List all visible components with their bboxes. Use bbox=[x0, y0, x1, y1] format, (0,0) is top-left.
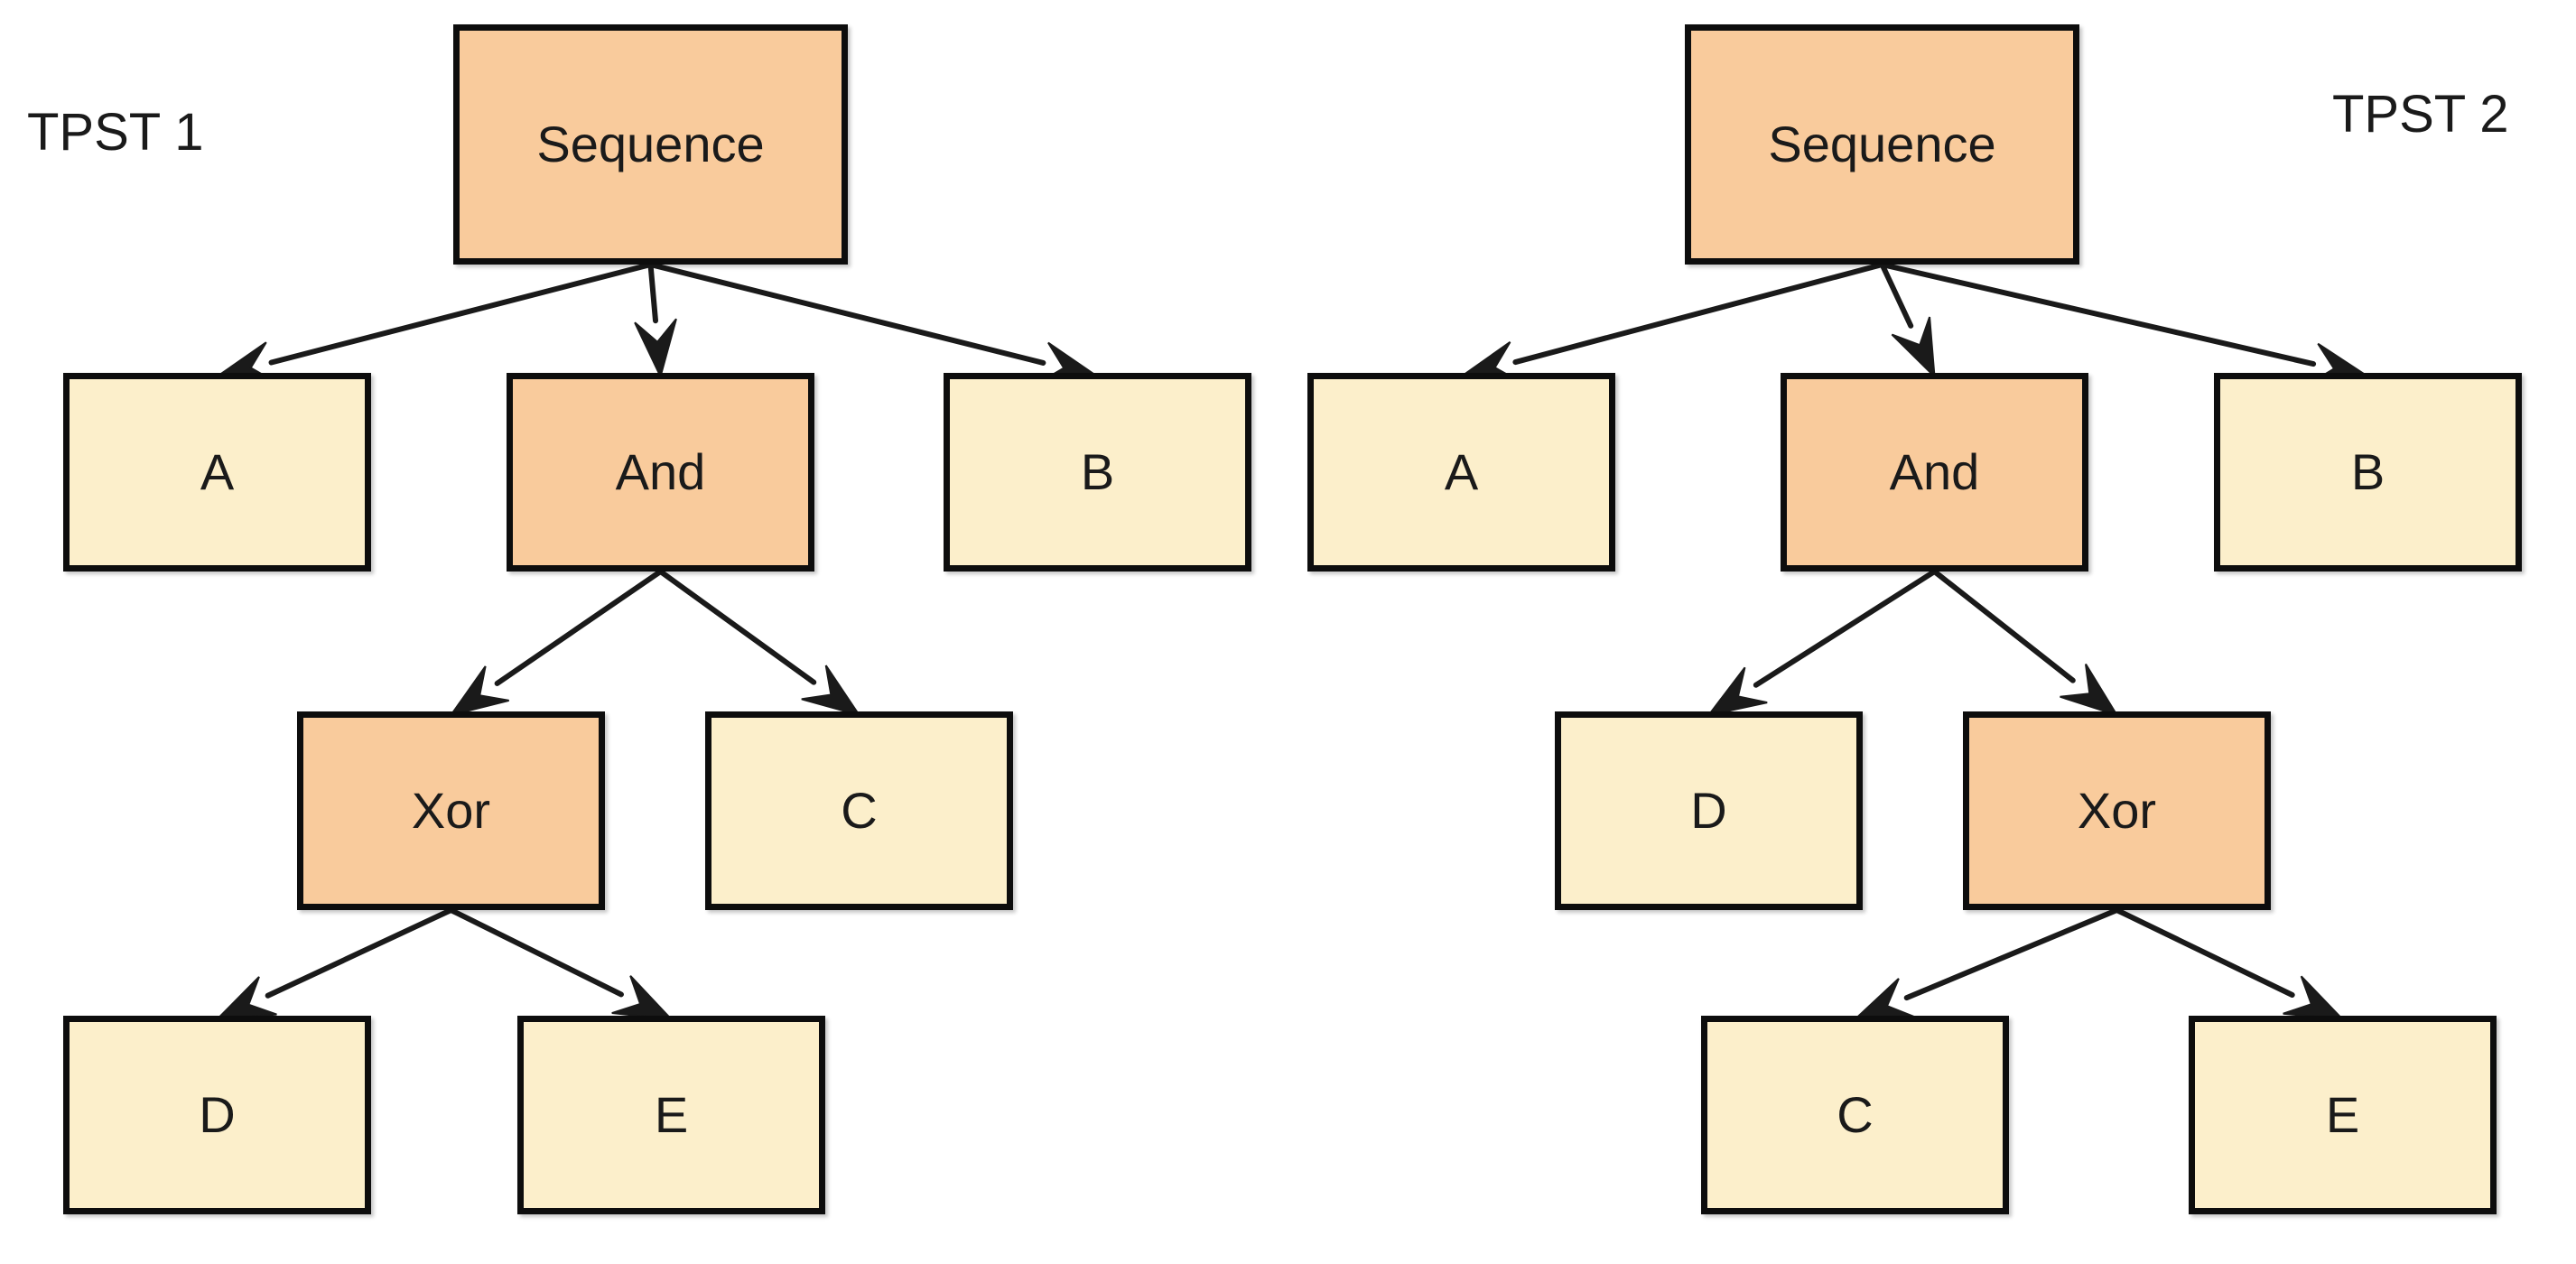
node-t2-xor[interactable]: Xor bbox=[1963, 711, 2271, 910]
edge-t1-sequence-to-t1-a bbox=[214, 262, 654, 384]
edge-t1-sequence-to-t1-and bbox=[634, 262, 677, 379]
node-t2-sequence[interactable]: Sequence bbox=[1685, 24, 2079, 265]
arrowhead-icon bbox=[2283, 975, 2346, 1021]
node-label: C bbox=[841, 782, 878, 839]
arrowhead-icon bbox=[611, 975, 674, 1021]
node-t1-b[interactable]: B bbox=[944, 373, 1251, 572]
edge-line bbox=[657, 569, 817, 685]
edge-t1-and-to-t1-xor bbox=[449, 569, 664, 717]
edge-line bbox=[268, 262, 654, 366]
node-label: And bbox=[615, 443, 706, 500]
arrowhead-icon bbox=[1891, 316, 1936, 379]
node-label: D bbox=[1690, 782, 1727, 839]
node-t1-c[interactable]: C bbox=[705, 711, 1013, 910]
edge-t1-xor-to-t1-e bbox=[448, 907, 674, 1021]
edge-line bbox=[1753, 569, 1938, 688]
node-t2-c[interactable]: C bbox=[1701, 1016, 2009, 1214]
edge-line bbox=[1879, 262, 1914, 329]
edge-line bbox=[494, 569, 664, 686]
edge-line bbox=[1931, 569, 2076, 683]
node-label: Sequence bbox=[536, 116, 765, 172]
node-t2-e[interactable]: E bbox=[2189, 1016, 2497, 1214]
edge-t2-sequence-to-t2-a bbox=[1458, 262, 1885, 384]
edge-line bbox=[647, 262, 659, 324]
node-label: B bbox=[2350, 443, 2385, 500]
node-label: Xor bbox=[2077, 782, 2157, 839]
edge-t2-sequence-to-t2-b bbox=[1879, 262, 2371, 386]
node-t1-sequence[interactable]: Sequence bbox=[453, 24, 848, 265]
node-label: Sequence bbox=[1768, 116, 1996, 172]
arrowhead-icon bbox=[214, 976, 277, 1021]
node-t1-xor[interactable]: Xor bbox=[297, 711, 605, 910]
node-t2-a[interactable]: A bbox=[1307, 373, 1615, 572]
edge-line bbox=[448, 907, 624, 998]
node-t1-a[interactable]: A bbox=[63, 373, 371, 572]
node-label: Xor bbox=[411, 782, 491, 839]
node-t1-and[interactable]: And bbox=[507, 373, 814, 572]
node-t1-d[interactable]: D bbox=[63, 1016, 371, 1214]
node-label: B bbox=[1080, 443, 1115, 500]
edge-line bbox=[265, 907, 454, 999]
edge-line bbox=[647, 262, 1046, 366]
tree-label-tpst-2: TPST 2 bbox=[2332, 85, 2509, 144]
node-t2-b[interactable]: B bbox=[2214, 373, 2522, 572]
edge-t1-sequence-to-t1-b bbox=[647, 262, 1101, 385]
node-t1-e[interactable]: E bbox=[517, 1016, 825, 1214]
edge-t2-xor-to-t2-e bbox=[2114, 907, 2346, 1021]
node-label: A bbox=[1444, 443, 1479, 500]
node-label: C bbox=[1837, 1086, 1874, 1143]
node-label: D bbox=[199, 1086, 236, 1143]
arrowhead-icon bbox=[1852, 978, 1915, 1021]
edge-t1-and-to-t1-c bbox=[657, 569, 861, 717]
arrowhead-icon bbox=[2060, 664, 2119, 717]
node-label: E bbox=[2325, 1086, 2360, 1143]
edge-line bbox=[1879, 262, 2317, 367]
edge-t1-xor-to-t1-d bbox=[214, 907, 454, 1021]
node-label: E bbox=[654, 1086, 689, 1143]
edge-t2-xor-to-t2-c bbox=[1852, 907, 2120, 1021]
node-t2-and[interactable]: And bbox=[1781, 373, 2088, 572]
arrowhead-icon bbox=[1706, 666, 1768, 717]
edge-line bbox=[1903, 907, 2120, 1001]
node-t2-d[interactable]: D bbox=[1555, 711, 1863, 910]
edge-t2-and-to-t2-d bbox=[1706, 569, 1938, 717]
node-label: A bbox=[200, 443, 235, 500]
edge-line bbox=[1512, 262, 1885, 366]
edge-t2-sequence-to-t2-and bbox=[1879, 262, 1936, 379]
arrowhead-icon bbox=[449, 665, 509, 717]
arrowhead-icon bbox=[634, 318, 677, 379]
node-label: And bbox=[1889, 443, 1980, 500]
arrowhead-icon bbox=[801, 665, 861, 717]
tree-label-tpst-1: TPST 1 bbox=[27, 103, 204, 162]
edge-t2-and-to-t2-xor bbox=[1931, 569, 2119, 717]
edge-line bbox=[2114, 907, 2295, 998]
